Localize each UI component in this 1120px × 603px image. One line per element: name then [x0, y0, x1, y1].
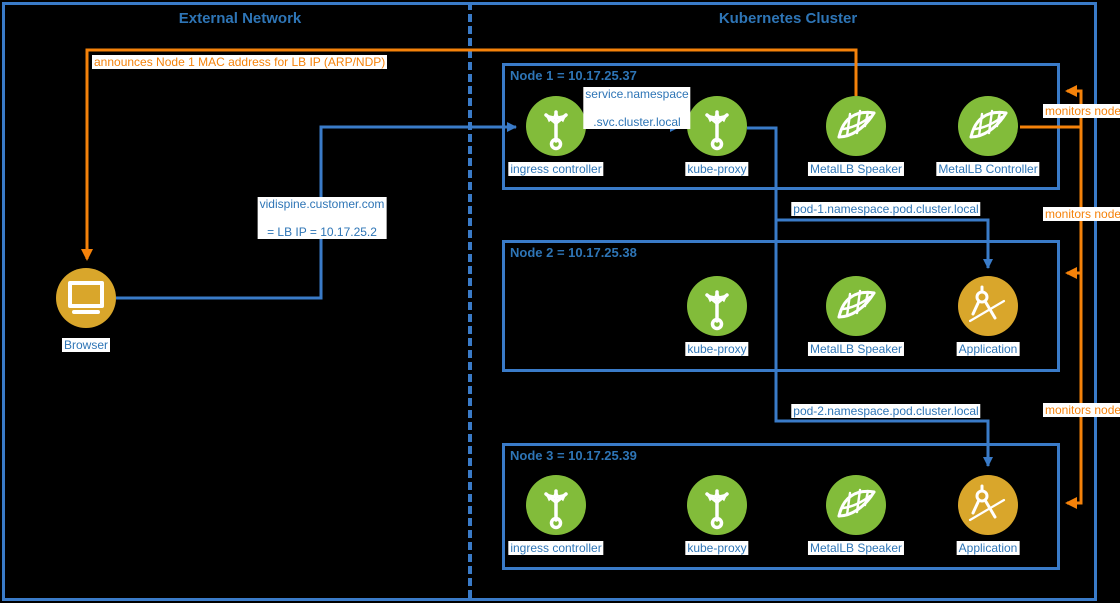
- net-glyph: [837, 289, 876, 319]
- monitors-node2-label: monitors node: [1043, 207, 1120, 221]
- ingress-controller-icon: [526, 96, 586, 156]
- compass-glyph: [968, 285, 1006, 323]
- node2-application-label: Application: [956, 342, 1020, 356]
- lb-dns-line2: = LB IP = 10.17.25.2: [267, 225, 377, 239]
- kube-proxy-icon: [687, 475, 747, 535]
- node2-speaker-label: MetalLB Speaker: [807, 342, 905, 356]
- service-dns-line2: .svc.cluster.local: [593, 115, 681, 129]
- branch-arrows-glyph: [687, 475, 747, 535]
- diagram-outer-frame: [2, 2, 1097, 601]
- node-3-title: Node 3 = 10.17.25.39: [510, 448, 637, 463]
- metallb-speaker-icon: [826, 276, 886, 336]
- node1-kubeproxy-label: kube-proxy: [685, 162, 749, 176]
- pod1-dns-label: pod-1.namespace.pod.cluster.local: [791, 202, 981, 216]
- service-dns-line1: service.namespace: [585, 87, 689, 101]
- metallb-controller-icon: [958, 96, 1018, 156]
- application-icon: [958, 276, 1018, 336]
- browser-icon: [56, 268, 116, 328]
- metallb-speaker-icon: [826, 96, 886, 156]
- branch-arrows-glyph: [526, 96, 586, 156]
- service-dns-label: service.namespace .svc.cluster.local: [583, 87, 691, 129]
- node3-speaker-label: MetalLB Speaker: [807, 541, 905, 555]
- monitors-node3-label: monitors node: [1043, 403, 1120, 417]
- compass-glyph: [968, 484, 1006, 522]
- node1-speaker-label: MetalLB Speaker: [807, 162, 905, 176]
- branch-arrows-glyph: [687, 276, 747, 336]
- net-glyph: [837, 109, 876, 139]
- node1-ingress-label: ingress controller: [508, 162, 604, 176]
- lb-dns-label: vidispine.customer.com = LB IP = 10.17.2…: [257, 197, 387, 239]
- node-2-title: Node 2 = 10.17.25.38: [510, 245, 637, 260]
- node-1-title: Node 1 = 10.17.25.37: [510, 68, 637, 83]
- node3-kubeproxy-label: kube-proxy: [685, 541, 749, 555]
- node3-ingress-label: ingress controller: [508, 541, 604, 555]
- node1-controller-label: MetalLB Controller: [936, 162, 1040, 176]
- application-icon: [958, 475, 1018, 535]
- net-glyph: [837, 488, 876, 518]
- kubernetes-cluster-title: Kubernetes Cluster: [718, 10, 858, 27]
- monitor-glyph: [68, 281, 104, 314]
- branch-arrows-glyph: [526, 475, 586, 535]
- pod2-dns-label: pod-2.namespace.pod.cluster.local: [791, 404, 981, 418]
- kube-proxy-icon: [687, 276, 747, 336]
- lb-dns-line1: vidispine.customer.com: [259, 197, 385, 211]
- node2-kubeproxy-label: kube-proxy: [685, 342, 749, 356]
- browser-label: Browser: [61, 338, 111, 352]
- node3-application-label: Application: [956, 541, 1020, 555]
- metallb-speaker-icon: [826, 475, 886, 535]
- external-network-title: External Network: [178, 10, 302, 27]
- ingress-controller-icon: [526, 475, 586, 535]
- kube-proxy-icon: [687, 96, 747, 156]
- monitors-node1-label: monitors node: [1043, 104, 1120, 118]
- net-glyph: [969, 109, 1008, 139]
- branch-arrows-glyph: [687, 96, 747, 156]
- announce-edge-label: announces Node 1 MAC address for LB IP (…: [92, 55, 388, 69]
- network-boundary-divider: [468, 2, 472, 598]
